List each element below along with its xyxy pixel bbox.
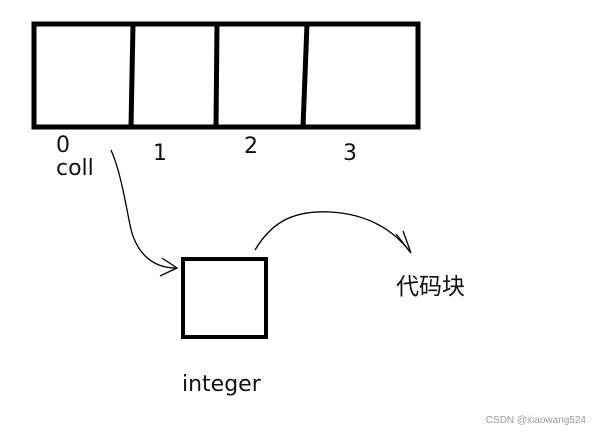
watermark: CSDN @xiaowang524 xyxy=(485,415,586,426)
array-divider-3 xyxy=(300,23,310,128)
array-index-1: 1 xyxy=(153,141,167,166)
code-arrowhead xyxy=(395,230,412,254)
reference-arrow xyxy=(110,149,177,269)
reference-arrowhead xyxy=(159,257,179,277)
pointer-label-coll: coll xyxy=(56,156,94,181)
object-label-integer: integer xyxy=(182,372,261,397)
code-arrow xyxy=(254,211,411,253)
array-index-3: 3 xyxy=(343,141,357,166)
array-box xyxy=(31,21,421,130)
code-block-label: 代码块 xyxy=(396,274,465,300)
array-index-2: 2 xyxy=(244,134,258,159)
array-divider-2 xyxy=(213,23,220,128)
array-index-0: 0 xyxy=(56,133,70,158)
array-divider-1 xyxy=(128,23,136,128)
integer-box xyxy=(181,257,268,339)
